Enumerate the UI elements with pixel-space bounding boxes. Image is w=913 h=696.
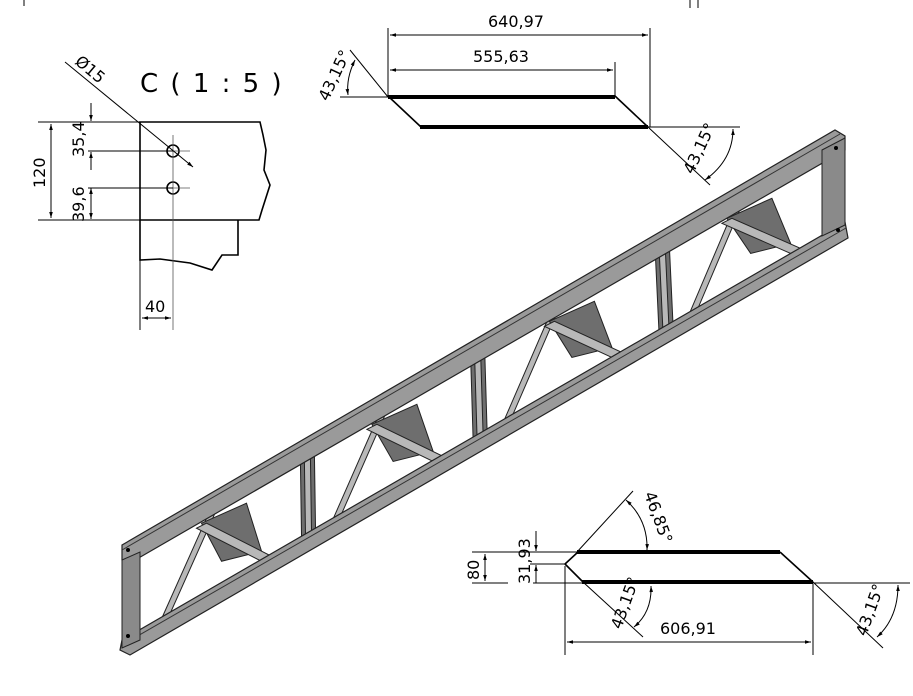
end-cut	[564, 551, 579, 565]
angle-arc	[704, 128, 735, 181]
hole-diameter-label: Ø15	[71, 52, 108, 88]
angle-arc	[633, 585, 654, 628]
angle-right-label: 43,15°	[679, 120, 719, 177]
bolt	[834, 146, 838, 150]
angle-left-label: 43,15°	[314, 47, 354, 104]
end-post-left	[121, 551, 141, 649]
hole-bottom-offset-label: 39,6	[69, 186, 88, 222]
inner-length-label: 555,63	[473, 47, 529, 66]
extension-line	[582, 581, 644, 638]
detail-title: C ( 1 : 5 )	[140, 69, 284, 99]
end-cut	[387, 95, 422, 128]
diameter-leader	[64, 61, 194, 168]
extension-line	[349, 49, 389, 98]
end-cut	[564, 563, 584, 583]
truss-isometric	[119, 129, 849, 656]
angle-right-label: 43,15°	[852, 581, 888, 638]
vertical-post-face	[303, 456, 313, 544]
detail-view-c: C ( 1 : 5 ) Ø15 120 35,4 39,6 40	[30, 52, 284, 330]
hole-edge-offset-label: 40	[145, 297, 165, 316]
extension-line	[812, 581, 884, 649]
chord-edge	[121, 227, 847, 646]
chord-edge	[121, 133, 841, 551]
end-post-right	[821, 137, 846, 237]
plate-outline	[139, 121, 271, 221]
bolt	[126, 548, 130, 552]
bottom-section-view: 80 31,93 46,85° 43,15° 606,91 43,15°	[464, 489, 910, 655]
angle-arc	[625, 499, 649, 551]
end-cut	[779, 551, 814, 583]
length-label: 606,91	[660, 619, 716, 638]
top-section-view: 640,97 555,63 43,15° 43,15°	[314, 12, 740, 186]
end-cut	[614, 95, 649, 128]
bottom-chord	[119, 221, 849, 656]
offset-label: 31,93	[515, 538, 534, 584]
bolt	[126, 634, 130, 638]
top-chord	[121, 129, 846, 564]
truss-webs	[157, 197, 802, 627]
extension-line	[647, 126, 711, 186]
height-total-label: 120	[30, 157, 49, 188]
overall-length-label: 640,97	[488, 12, 544, 31]
angle-top-label: 46,85°	[640, 489, 676, 546]
extension-line	[576, 490, 634, 553]
angle-arc	[345, 59, 356, 96]
bolt	[836, 228, 840, 232]
angle-arc	[876, 584, 900, 638]
hole-top-offset-label: 35,4	[69, 121, 88, 157]
plate-break-outline	[139, 220, 239, 271]
height-label: 80	[464, 560, 483, 580]
